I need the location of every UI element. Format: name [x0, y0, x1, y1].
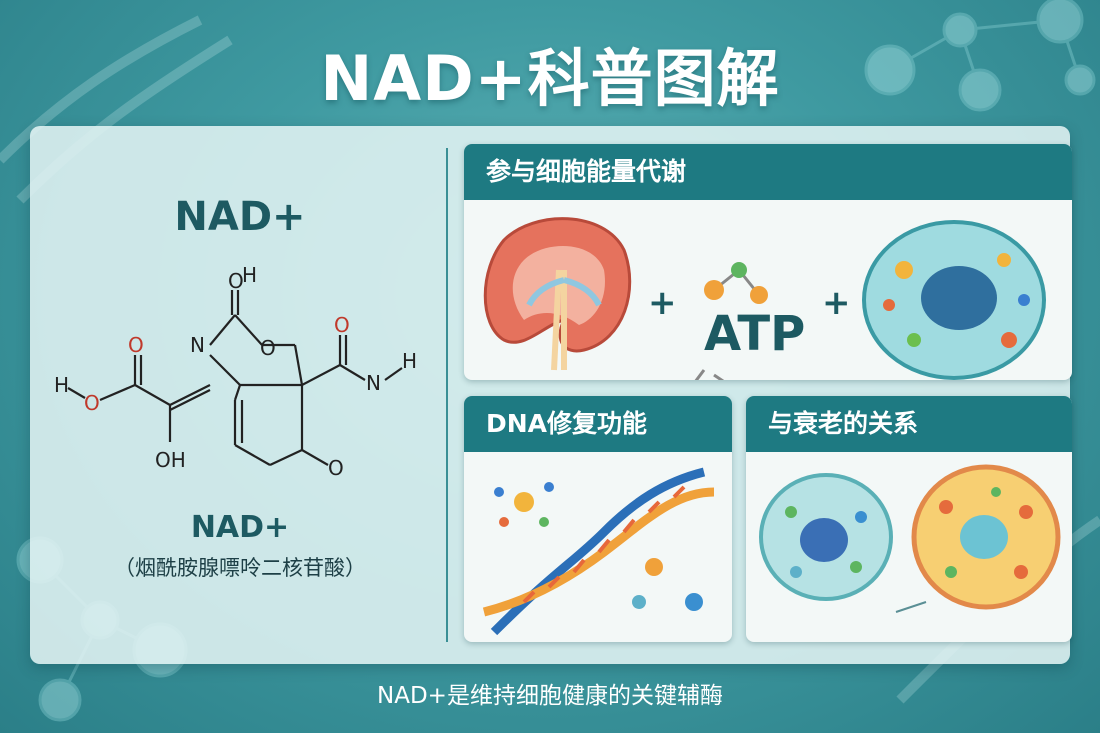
structure-bonds — [67, 290, 403, 466]
label-o-top: O — [228, 269, 244, 293]
atp-label: ATP — [704, 306, 805, 362]
dna-helix-icon — [482, 467, 715, 636]
energy-illustration: + ATP + — [483, 217, 1046, 380]
cell-icon — [862, 220, 1046, 380]
molecule-name: NAD+ — [190, 510, 290, 545]
molecule-full-name: （烟酰胺腺嘌呤二核苷酸） — [114, 556, 366, 580]
label-o-left: O — [84, 391, 100, 415]
card-dna-title: DNA修复功能 — [464, 396, 732, 452]
arrow-icon — [895, 601, 927, 613]
label-oh: OH — [155, 448, 186, 472]
page-title: NAD+科普图解 — [320, 42, 780, 115]
kidney-icon — [483, 217, 632, 371]
footer-caption: NAD+是维持细胞健康的关键辅酶 — [377, 683, 723, 709]
protein-icon — [494, 482, 703, 611]
card-aging-title: 与衰老的关系 — [746, 396, 1072, 452]
card-energy-title: 参与细胞能量代谢 — [464, 144, 1072, 200]
label-n-amide: N — [366, 371, 381, 395]
aged-cell-icon — [911, 464, 1061, 610]
label-o-ring: O — [260, 336, 276, 360]
label-n-ring: N — [190, 333, 205, 357]
plus-sign-2: + — [822, 283, 851, 323]
label-h-amide: H — [402, 349, 417, 373]
label-h-top: H — [242, 263, 257, 287]
panel-divider — [446, 148, 448, 642]
label-o-amide: O — [334, 313, 350, 337]
aging-illustration — [759, 464, 1061, 613]
label-h-left: H — [54, 373, 69, 397]
young-cell-icon — [759, 473, 893, 601]
dna-illustration — [482, 467, 715, 636]
molecule-heading: NAD+ — [174, 194, 306, 240]
card-energy-metabolism: 参与细胞能量代谢 + ATP + — [464, 144, 1072, 380]
molecule-icon — [694, 262, 768, 380]
card-dna-repair: DNA修复功能 — [464, 396, 732, 642]
label-o-bottom: O — [328, 456, 344, 480]
plus-sign-1: + — [648, 283, 677, 323]
card-aging: 与衰老的关系 — [746, 396, 1072, 642]
nad-structure-diagram: O H N O H O O OH O N H O — [54, 263, 417, 480]
label-o-acid: O — [128, 333, 144, 357]
